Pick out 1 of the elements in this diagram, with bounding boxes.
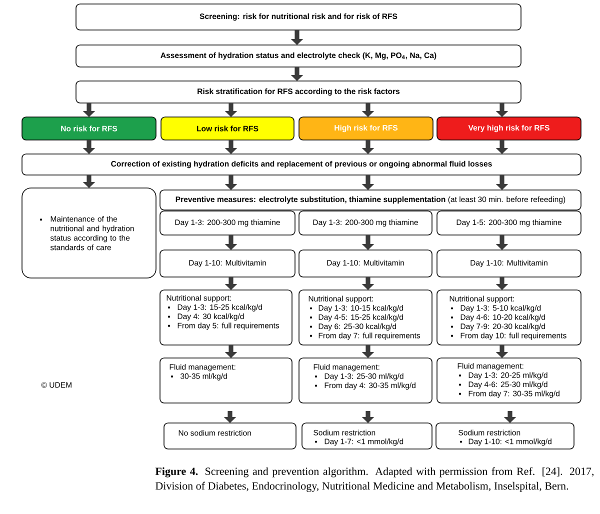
figure-caption: Figure 4. Screening and prevention algorithm. Adapted with permission from Ref. [24]. 2017, Division of Diabetes, Endocrinology, Nutritional Medicine and Metabolism, Inselspital, Bern. (155, 467, 594, 492)
